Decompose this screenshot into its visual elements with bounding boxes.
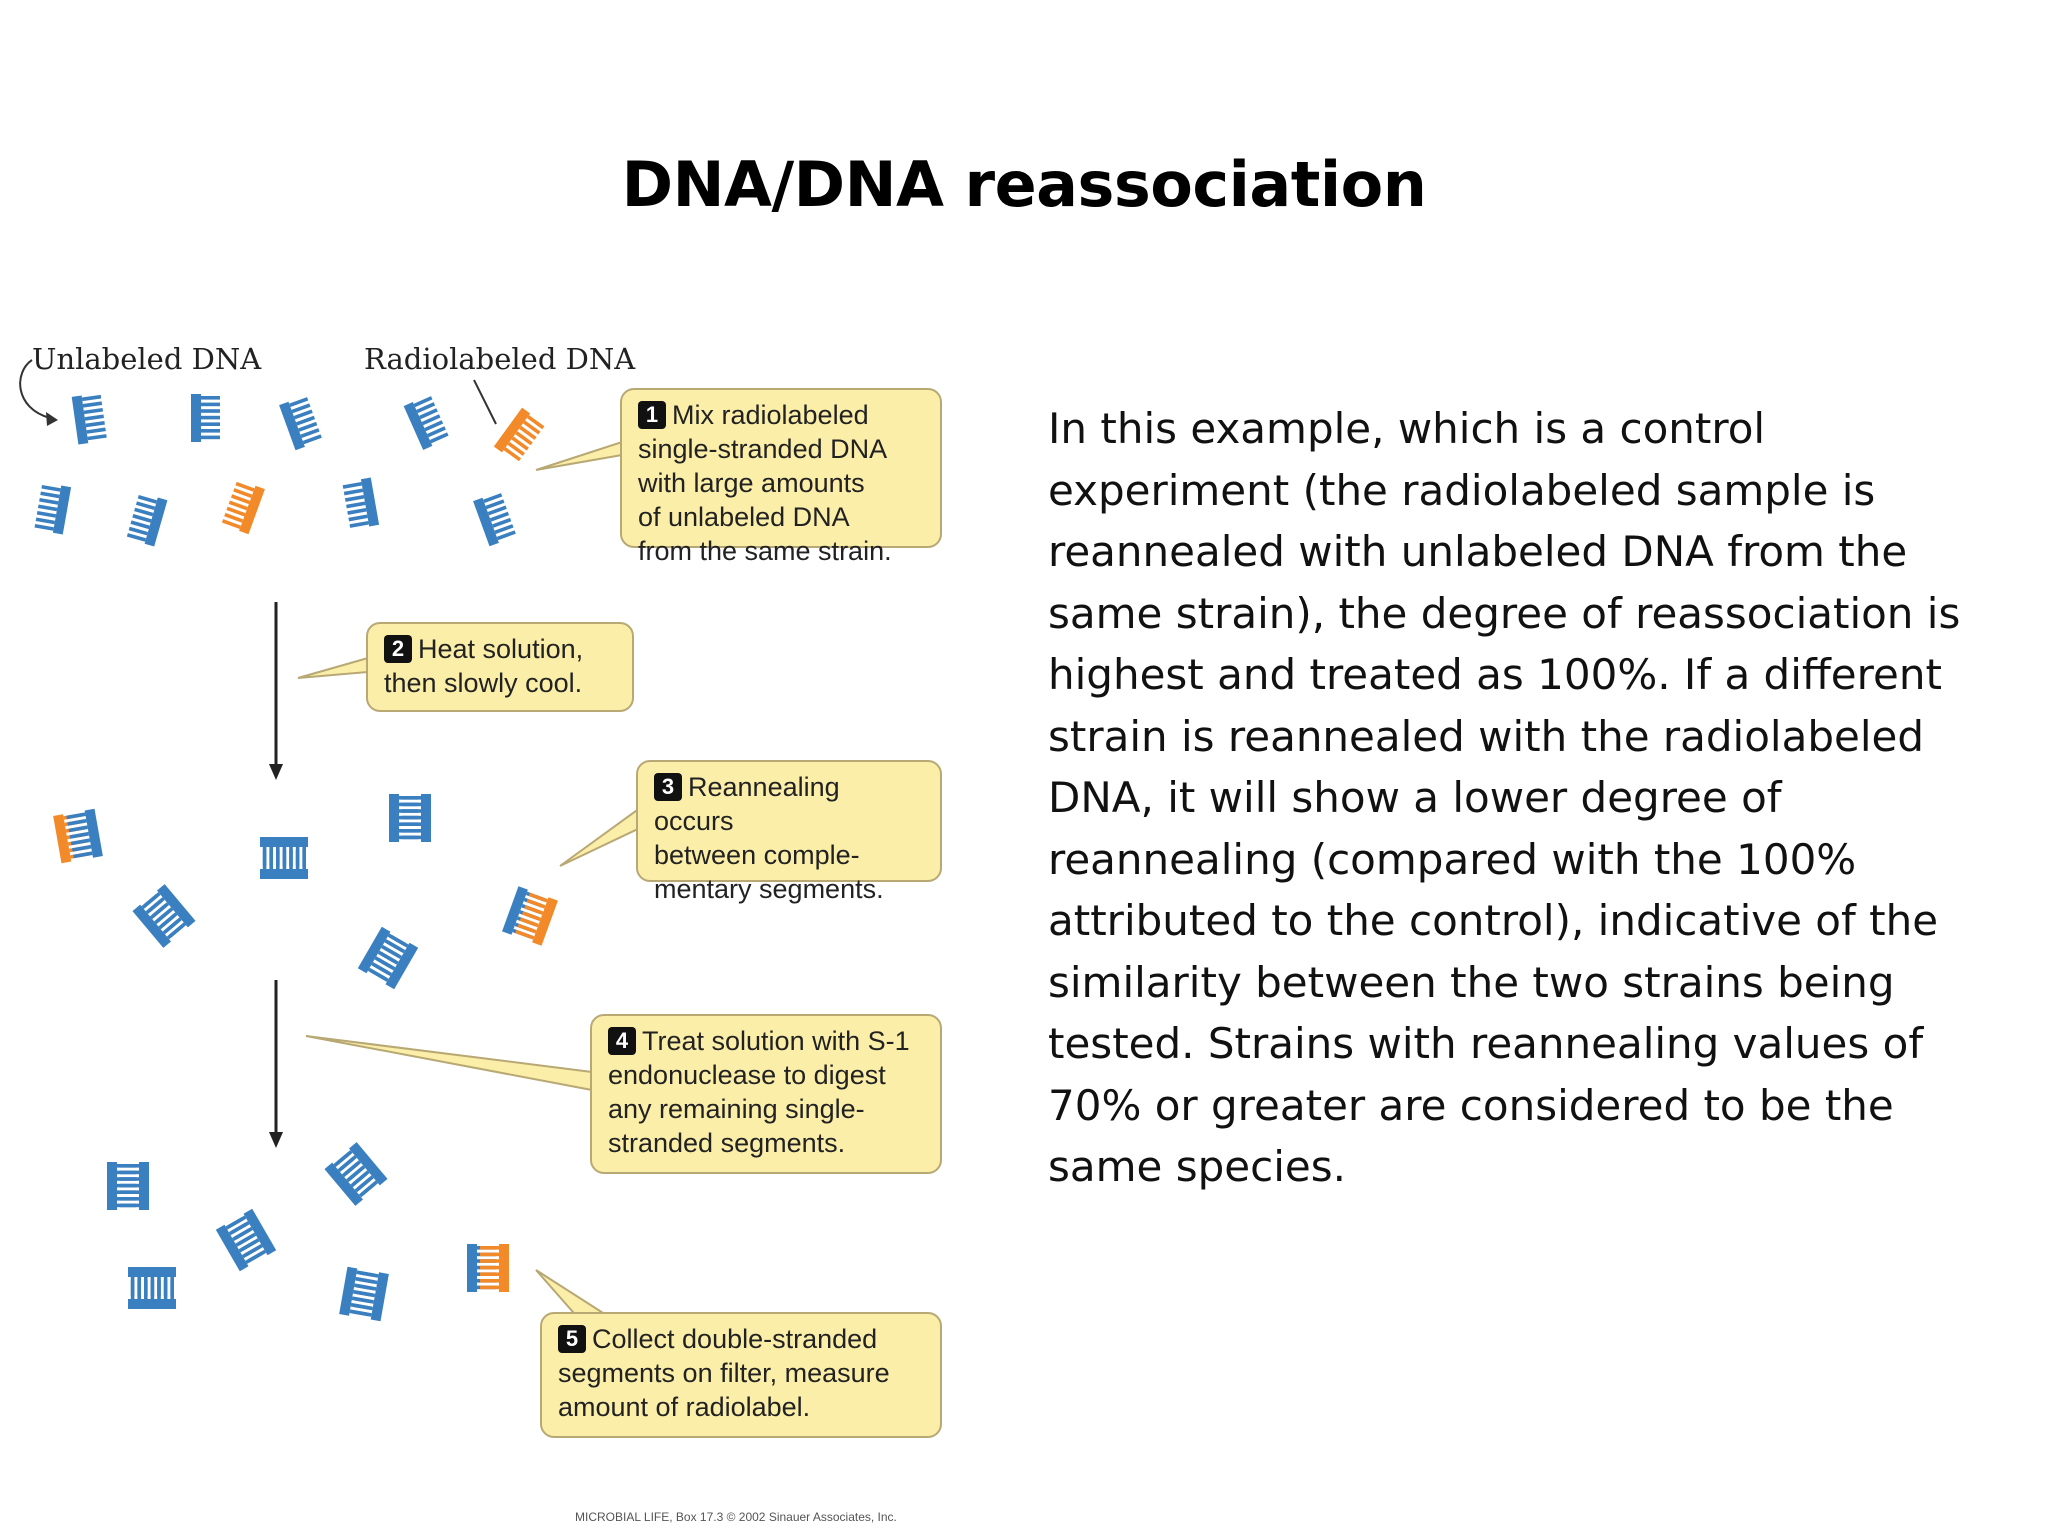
- unlabeled-pointer: [19, 359, 51, 419]
- dna-single-strand: [71, 394, 107, 445]
- dna-single-strand: [34, 484, 72, 535]
- dna-duplex: [215, 1208, 277, 1272]
- step-3-number: 3: [654, 773, 682, 801]
- dna-duplex: [107, 1162, 149, 1210]
- step-2-text: Heat solution, then slowly cool.: [384, 634, 584, 698]
- figure-drawing: [19, 359, 641, 1322]
- process-arrow-2-head: [269, 1132, 283, 1148]
- step-4-number: 4: [608, 1027, 636, 1055]
- callout-1-tail: [535, 440, 623, 471]
- dna-duplex: [389, 794, 431, 842]
- dna-single-strand: [342, 477, 380, 528]
- step-5-text: Collect double-stranded segments on filt…: [558, 1324, 890, 1422]
- callout-2-tail: [297, 656, 369, 679]
- dna-single-strand: [279, 397, 322, 451]
- dna-duplex: [324, 1142, 388, 1206]
- dna-duplex: [128, 1267, 176, 1309]
- step-3-text: Reannealing occurs between comple- menta…: [654, 772, 884, 904]
- process-arrow-1-head: [269, 764, 283, 780]
- label-unlabeled-dna: Unlabeled DNA: [32, 342, 262, 376]
- step-2-number: 2: [384, 635, 412, 663]
- step-4-text: Treat solution with S-1 endonuclease to …: [608, 1026, 910, 1158]
- dna-duplex: [339, 1266, 389, 1322]
- callout-3-tail: [559, 806, 641, 867]
- dna-duplex-radiolabeled: [53, 808, 103, 864]
- dna-duplex-radiolabeled: [467, 1244, 509, 1292]
- dna-duplex-radiolabeled: [502, 886, 558, 946]
- step-1-text: Mix radiolabeled single-stranded DNA wit…: [638, 400, 892, 566]
- dna-single-strand-radiolabeled: [221, 481, 265, 535]
- callout-4-tail: [305, 1035, 593, 1092]
- dna-duplex: [132, 884, 196, 948]
- dna-duplex: [357, 926, 419, 990]
- slide-body-text: In this example, which is a control expe…: [1048, 404, 1961, 1191]
- step-5-number: 5: [558, 1325, 586, 1353]
- unlabeled-pointer-head: [46, 412, 58, 426]
- step-1-number: 1: [638, 401, 666, 429]
- dna-single-strand: [403, 396, 449, 450]
- figure-credit: MICROBIAL LIFE, Box 17.3 © 2002 Sinauer …: [575, 1510, 897, 1524]
- dna-single-strand-radiolabeled: [493, 407, 545, 462]
- dna-single-strand: [191, 394, 220, 442]
- dna-single-strand: [126, 495, 168, 547]
- radiolabeled-pointer: [473, 379, 497, 425]
- slide-title: DNA/DNA reassociation: [621, 148, 1427, 221]
- label-radiolabeled-dna: Radiolabeled DNA: [364, 342, 636, 376]
- dna-single-strand: [473, 493, 516, 547]
- dna-duplex: [260, 837, 308, 879]
